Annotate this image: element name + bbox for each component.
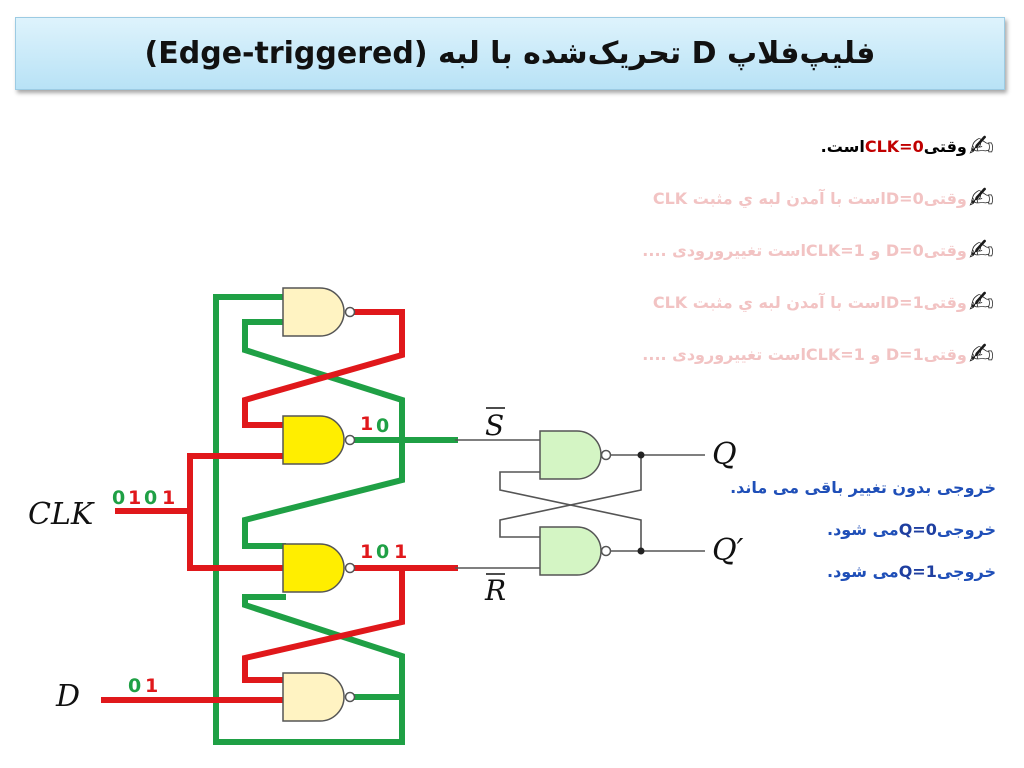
red-wires <box>101 309 458 703</box>
d-bit: 1 <box>145 675 158 697</box>
qp-feedback <box>499 471 642 551</box>
d-bit: 0 <box>128 675 141 697</box>
pen-icon: ✍ <box>968 284 994 320</box>
latch-top-bubble <box>600 449 612 461</box>
nand-gate-1 <box>282 287 345 337</box>
pen-icon: ✍ <box>968 336 994 372</box>
gate1-cross-wire <box>242 319 405 448</box>
bullet-list: ✍ وقتی CLK=0 است. ✍ وقتی D=0 است با آمدن… <box>474 120 994 380</box>
gate3-bubble <box>344 562 356 574</box>
clk-bit: 1 <box>128 487 141 509</box>
clk-bit: 0 <box>112 487 125 509</box>
title-bar: فلیپ‌فلاپ D تحریک‌شده با لبه (Edge-trigg… <box>15 17 1005 90</box>
output-note: خروجی بدون تغییر باقی می ماند. <box>730 477 996 497</box>
page-title: فلیپ‌فلاپ D تحریک‌شده با لبه (Edge-trigg… <box>144 36 876 71</box>
nand-gate-2 <box>282 415 345 465</box>
green-wires <box>213 294 458 745</box>
clk-upper-wire <box>115 453 286 514</box>
gate1-bubble <box>344 306 356 318</box>
bullet-item: ✍ وقتی CLK=0 است. <box>820 128 994 164</box>
s-bit: 0 <box>376 415 389 437</box>
pen-icon: ✍ <box>968 128 994 164</box>
r-bit: 1 <box>360 541 373 563</box>
s-bit: 1 <box>360 413 373 435</box>
output-note: خروجی Q=0 می شود. <box>826 519 996 539</box>
r-bar-label: R <box>484 574 506 607</box>
gate4-in-wire <box>242 605 405 683</box>
r-bit: 1 <box>394 541 407 563</box>
outer-feedback-wire <box>213 294 405 745</box>
nand-gates <box>282 287 612 722</box>
q-prime-label: Q′ <box>712 533 744 568</box>
nand-gate-4 <box>282 672 345 722</box>
bullet-item: ✍ وقتی D=0 و CLK=1 است تغییرورودی .... <box>642 232 994 268</box>
q-feedback <box>499 455 642 538</box>
bullet-item: ✍ وقتی D=1 است با آمدن لبه ي مثبت CLK <box>652 284 994 320</box>
q-junction <box>637 451 645 459</box>
clk-bit: 1 <box>162 487 175 509</box>
q-label: Q <box>712 437 737 472</box>
s-bar-label: S <box>485 409 504 442</box>
d-label: D <box>55 679 80 714</box>
gate4-cross-wire <box>242 594 405 700</box>
latch-gate-bottom <box>539 526 602 576</box>
gate2-bubble <box>344 434 356 446</box>
nand-gate-3 <box>282 543 345 593</box>
output-note: خروجی Q=1 می شود. <box>826 561 996 581</box>
r-bit: 0 <box>376 541 389 563</box>
clk-label: CLK <box>28 497 95 532</box>
gate1-out-wire <box>242 309 405 428</box>
bullet-item: ✍ وقتی D=1 و CLK=1 است تغییرورودی .... <box>642 336 994 372</box>
clk-lower-wire <box>187 508 286 571</box>
latch-wires <box>455 439 705 569</box>
bullet-item: ✍ وقتی D=0 است با آمدن لبه ي مثبت CLK <box>652 180 994 216</box>
pen-icon: ✍ <box>968 232 994 268</box>
gate3-cross-wire <box>242 442 405 549</box>
pen-icon: ✍ <box>968 180 994 216</box>
qp-junction <box>637 547 645 555</box>
latch-gate-top <box>539 430 602 480</box>
latch-bottom-bubble <box>600 545 612 557</box>
clk-bit: 0 <box>144 487 157 509</box>
gate4-bubble <box>344 691 356 703</box>
output-notes: خروجی بدون تغییر باقی می ماند. خروجی Q=0… <box>696 466 996 592</box>
